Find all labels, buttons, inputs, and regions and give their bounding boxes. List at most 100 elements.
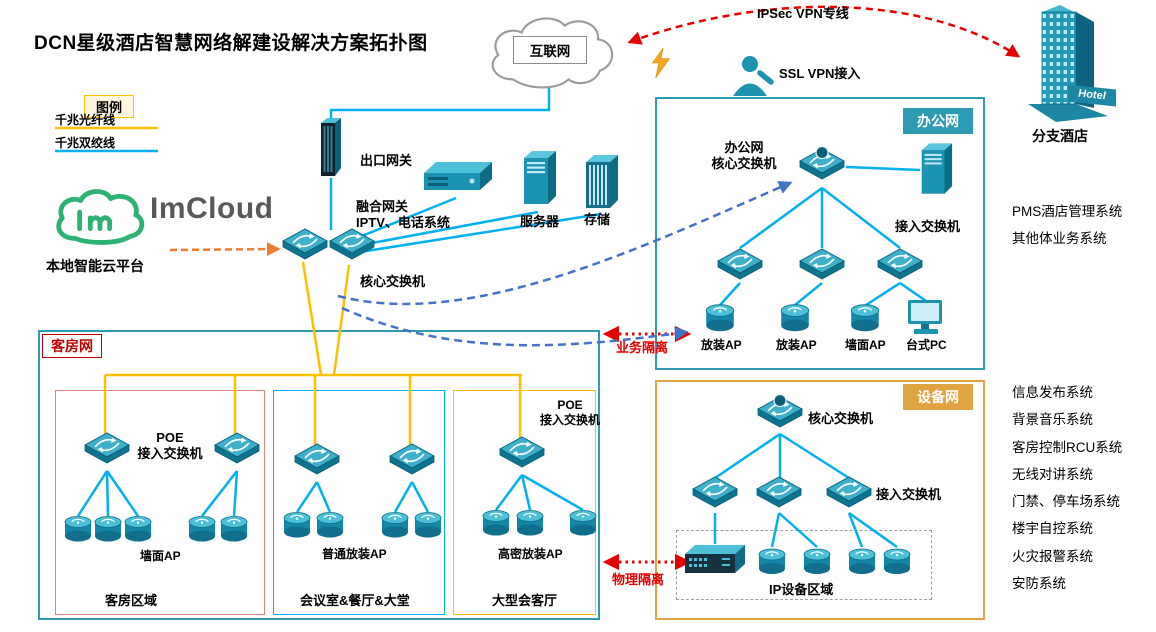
- ip-device-icon: [845, 546, 879, 578]
- fiber-lines: [55, 126, 522, 446]
- devnet-core-switch-icon: [756, 394, 804, 436]
- area2-name: 会议室&餐厅&大堂: [300, 593, 410, 608]
- poe-switch-icon: [293, 441, 341, 483]
- ip-device-icon: [800, 546, 834, 578]
- ap-icon: [479, 508, 513, 539]
- office-core-switch-label: 办公网 核心交换机: [711, 140, 777, 172]
- ssl-vpn-user-icon: [731, 54, 775, 98]
- device-system-item: 信息发布系统: [1012, 385, 1093, 400]
- office-system-item: PMS酒店管理系统: [1012, 204, 1123, 219]
- ap-icon: [847, 302, 883, 335]
- ap-icon: [702, 302, 738, 335]
- poe-switch-icon: [498, 434, 546, 476]
- isolation-arrows: [602, 325, 692, 571]
- fusion-gateway-icon: [420, 156, 494, 198]
- storage-icon: [580, 152, 620, 214]
- ap-icon: [185, 514, 219, 545]
- fusion-gateway-label: 融合网关 IPTV、电话系统: [356, 199, 450, 231]
- meeting-area-box: [273, 390, 445, 615]
- ap-icon: [61, 514, 95, 545]
- device-network-tab: 设备网: [903, 384, 973, 410]
- area1-poe-label: POE 接入交换机: [137, 430, 203, 462]
- lightning-icon: [650, 48, 672, 80]
- ip-device-icon: [755, 546, 789, 578]
- desktop-pc-icon: [904, 298, 948, 338]
- ap-icon: [513, 508, 547, 539]
- cloud-platform-label: 本地智能云平台: [46, 258, 144, 274]
- ip-device-icon: [880, 546, 914, 578]
- office-core-switch-icon: [798, 146, 846, 188]
- device-network-box: [655, 380, 985, 620]
- exit-gateway-label: 出口网关: [360, 153, 413, 168]
- device-system-item: 火灾报警系统: [1012, 548, 1093, 564]
- area3-name: 大型会客厅: [492, 593, 558, 608]
- page-title: DCN星级酒店智慧网络解建设解决方案拓扑图: [34, 33, 428, 54]
- office-ap3-label: 墙面AP: [845, 338, 886, 352]
- ap-icon: [378, 510, 412, 541]
- ap-icon: [411, 510, 445, 541]
- devnet-access-switch-icon: [691, 474, 739, 516]
- area3-poe-label: POE 接入交换机: [539, 398, 600, 427]
- imcloud-logo-icon: [50, 186, 148, 248]
- branch-hotel-building-icon: [1020, 4, 1115, 126]
- server-label: 服务器: [520, 214, 560, 229]
- office-systems-list: PMS酒店管理系统 其他体业务系统: [1012, 200, 1122, 255]
- ipsec-vpn-label: IPSec VPN专线: [757, 6, 849, 21]
- office-access-switch-icon: [798, 246, 846, 288]
- exit-gateway-icon: [314, 116, 346, 182]
- legend-heading: 图例: [84, 95, 135, 118]
- ipsec-vpn-line: [627, 5, 1021, 58]
- ap-icon: [217, 514, 251, 545]
- internet-label: 互联网: [513, 36, 587, 64]
- device-systems-list: 信息发布系统 背景音乐系统 客房控制RCU系统 无线对讲系统 门禁、停车场系统 …: [1012, 381, 1122, 599]
- ap-icon: [777, 302, 813, 335]
- devnet-core-switch-label: 核心交换机: [808, 411, 874, 426]
- area1-name: 客房区域: [105, 593, 158, 608]
- device-system-item: 客房控制RCU系统: [1012, 439, 1123, 455]
- office-network-tab: 办公网: [903, 108, 973, 134]
- ap-icon: [91, 514, 125, 545]
- ap-icon: [121, 514, 155, 545]
- business-isolation-label: 业务隔离: [616, 340, 669, 355]
- poe-switch-icon: [388, 441, 436, 483]
- legend-fiber-label: 千兆光纤线: [55, 113, 116, 127]
- office-ap2-label: 放装AP: [776, 338, 817, 352]
- ap-icon: [566, 508, 600, 539]
- office-pc-label: 台式PC: [906, 338, 947, 352]
- core-switch-icon: [281, 226, 329, 268]
- devnet-access-switch-icon: [755, 474, 803, 516]
- poe-switch-icon: [83, 430, 131, 472]
- office-ap1-label: 放装AP: [701, 338, 742, 352]
- logical-links: [337, 181, 793, 347]
- device-system-item: 楼宇自控系统: [1012, 521, 1093, 537]
- area1-ap-label: 墙面AP: [140, 549, 181, 563]
- device-system-item: 门禁、停车场系统: [1012, 494, 1120, 510]
- guest-network-tab: 客房网: [42, 334, 102, 358]
- ethernet-lines: [55, 86, 927, 549]
- area2-ap-label: 普通放装AP: [322, 547, 387, 561]
- ssl-vpn-label: SSL VPN接入: [779, 66, 861, 81]
- legend-twisted-label: 千兆双绞线: [55, 136, 116, 150]
- cloud-platform-link: [169, 242, 281, 256]
- guest-room-area-box: [55, 390, 265, 615]
- area3-ap-label: 高密放装AP: [498, 547, 563, 561]
- core-switch-label: 核心交换机: [360, 274, 426, 289]
- office-access-switch-label: 接入交换机: [895, 219, 961, 234]
- office-system-item: 其他体业务系统: [1012, 231, 1107, 247]
- device-system-item: 无线对讲系统: [1012, 466, 1093, 482]
- ip-device-area-label: IP设备区域: [769, 582, 834, 597]
- office-network-box: [655, 97, 985, 370]
- guest-network-box: [38, 330, 600, 620]
- hall-area-box: [453, 390, 596, 615]
- devnet-access-switch-label: 接入交换机: [876, 487, 942, 502]
- physical-isolation-label: 物理隔离: [612, 572, 665, 587]
- device-system-item: 背景音乐系统: [1012, 412, 1093, 428]
- devnet-access-switch-icon: [825, 474, 873, 516]
- ip-device-rack-icon: [682, 540, 748, 582]
- office-access-switch-icon: [716, 246, 764, 288]
- imcloud-wordmark: ImCloud: [150, 192, 274, 225]
- ap-icon: [280, 510, 314, 541]
- server-icon: [518, 148, 558, 210]
